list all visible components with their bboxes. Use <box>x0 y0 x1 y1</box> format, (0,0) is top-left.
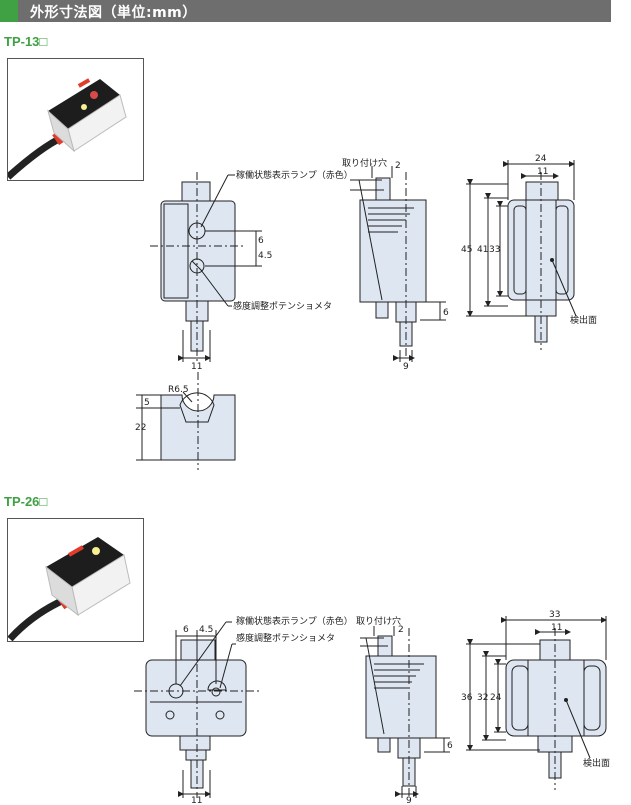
dim-11-front-tp13: 11 <box>191 362 202 372</box>
model-title-tp26: TP-26□ <box>4 494 48 509</box>
dim-6-side-tp26: 6 <box>447 741 453 751</box>
dim-36-height-tp26: 36 <box>461 693 473 703</box>
dim-9-side-tp13: 9 <box>403 362 409 372</box>
product-photo-tp26 <box>7 518 144 642</box>
model-title-tp13: TP-13□ <box>4 34 48 49</box>
lamp-label-tp26: 稼働状態表示ランプ（赤色） <box>236 615 353 627</box>
section-header: 外形寸法図（単位:mm） <box>0 0 611 22</box>
dim-33-width-tp26: 33 <box>549 610 560 620</box>
lamp-label-tp13: 稼働状態表示ランプ（赤色） <box>236 169 353 181</box>
dim-5-cutout-tp13: 5 <box>144 398 150 408</box>
dim-32-height-tp26: 32 <box>477 693 488 703</box>
dim-6-front-tp13: 6 <box>258 236 264 246</box>
mount-hole-label-tp26: 取り付け穴 <box>356 615 401 627</box>
dim-41-height-tp13: 41 <box>477 245 488 255</box>
dim-33-height-tp13: 33 <box>489 245 500 255</box>
pot-label-tp26: 感度調整ポテンショメタ <box>236 632 335 644</box>
dim-11-front-tp26: 11 <box>191 796 202 805</box>
dim-9-side-tp26: 9 <box>406 796 412 805</box>
detection-face-label-tp13: 検出面 <box>570 314 597 326</box>
dim-6-side-tp13: 6 <box>443 308 449 318</box>
dim-4-5-front-tp26: 4.5 <box>199 625 213 635</box>
dim-22-cutout-tp13: 22 <box>135 423 146 433</box>
dim-r6-5-cutout-tp13: R6.5 <box>168 385 189 395</box>
pot-label-tp13: 感度調整ポテンショメタ <box>233 300 332 312</box>
header-accent <box>0 0 18 22</box>
mount-hole-label-tp13: 取り付け穴 <box>342 157 387 169</box>
dim-2-mount-tp13: 2 <box>395 161 401 171</box>
dim-6-front-tp26: 6 <box>183 625 189 635</box>
section-title: 外形寸法図（単位:mm） <box>30 5 197 21</box>
dim-2-mount-tp26: 2 <box>398 625 404 635</box>
dim-24-height-tp26: 24 <box>490 693 502 703</box>
dim-24-width-tp13: 24 <box>535 154 547 164</box>
dim-11-width-tp13: 11 <box>537 167 548 177</box>
dim-4-5-front-tp13: 4.5 <box>258 251 272 261</box>
dim-11-width-tp26: 11 <box>551 623 562 633</box>
product-photo-tp13 <box>5 58 144 181</box>
dim-45-height-tp13: 45 <box>461 245 472 255</box>
detection-face-label-tp26: 検出面 <box>583 757 610 769</box>
